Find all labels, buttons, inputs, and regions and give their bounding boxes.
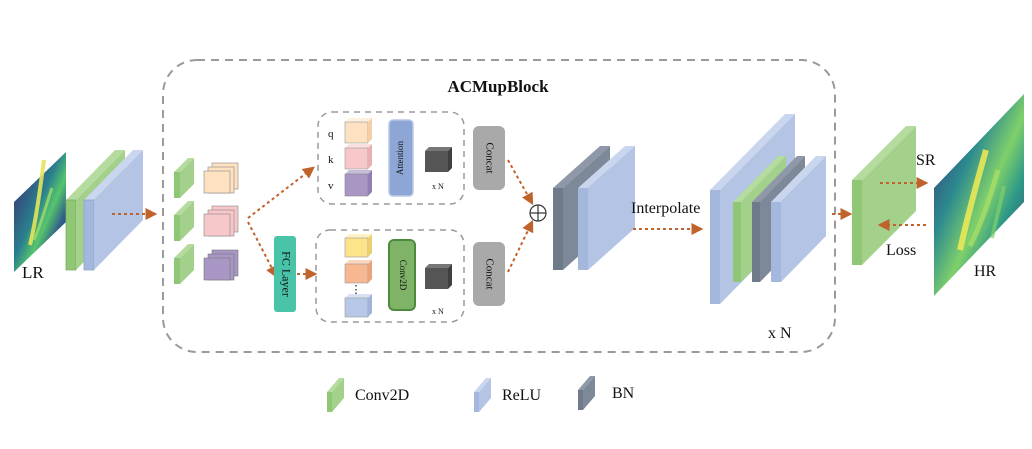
output-conv2d-layer (852, 126, 916, 265)
legend-item-conv2d: Conv2D (327, 378, 409, 412)
loss-label: Loss (886, 242, 916, 259)
legend-conv2d-label: Conv2D (355, 387, 409, 404)
interpolate-label: Interpolate (631, 200, 700, 217)
conv2d-module-label: Conv2D (398, 260, 408, 291)
block-title: ACMupBlock (447, 77, 549, 96)
q-cube (344, 118, 372, 144)
q-label: q (328, 128, 334, 140)
v-label: v (328, 180, 334, 192)
attention-branch-box (317, 111, 465, 205)
legend-relu-label: ReLU (502, 387, 542, 404)
concat-top-label: Concat (483, 142, 495, 173)
arrow-to-fc-layer (247, 221, 278, 279)
lr-image (14, 152, 66, 272)
feature-stack-peach (203, 162, 239, 194)
upsampled-relu (771, 156, 826, 282)
input-relu-layer (83, 150, 143, 271)
legend-bn-label: BN (612, 385, 635, 402)
concat-bottom (473, 242, 505, 306)
attention-module (388, 119, 414, 197)
k-label: k (328, 154, 334, 166)
conv-output-cube (425, 264, 452, 289)
conv-repeat-label: x N (432, 307, 444, 316)
hr-image (934, 94, 1024, 296)
conv-branch-box (315, 229, 465, 323)
attention-output-cube (425, 147, 452, 172)
branch-conv2d-slabs (174, 158, 194, 284)
conv-feature-blue (344, 294, 372, 318)
k-cube (344, 144, 372, 170)
conv-feature-orange (344, 260, 372, 284)
concat-top (473, 126, 505, 190)
lr-label: LR (22, 263, 44, 282)
outer-repeat-label: x N (768, 325, 792, 342)
conv2d-module (388, 239, 416, 311)
post-sum-relu-layer (578, 146, 635, 270)
conv-ellipsis: ⋮ (351, 284, 362, 296)
arrow-concat-bottom-to-sum (507, 219, 534, 273)
fc-layer-box (274, 236, 296, 312)
attention-repeat-label: x N (432, 182, 444, 191)
acmupblock-container (162, 59, 836, 353)
feature-stack-pink (203, 205, 239, 237)
arrow-concat-top-to-sum (507, 159, 534, 206)
arrow-to-attention-branch (247, 166, 315, 219)
attention-label: Attention (395, 141, 405, 175)
sr-label: SR (916, 152, 936, 169)
feature-stack-purple (203, 249, 239, 281)
fc-layer-label: FC Layer (279, 251, 293, 297)
sum-operator-icon (529, 204, 547, 222)
v-cube (344, 170, 372, 197)
legend-item-relu: ReLU (474, 378, 542, 412)
concat-bottom-label: Concat (483, 258, 495, 289)
hr-label: HR (974, 263, 997, 280)
legend: Conv2D ReLU BN (327, 376, 635, 412)
legend-item-bn: BN (578, 376, 635, 410)
conv-feature-yellow (344, 234, 372, 258)
